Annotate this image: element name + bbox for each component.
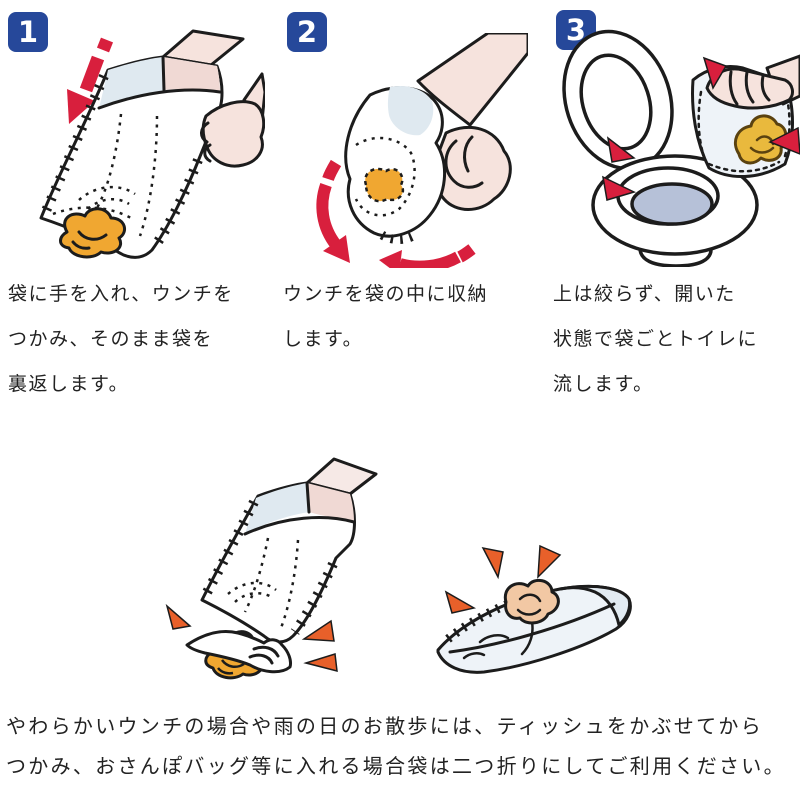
inner-pocket-dotted	[354, 136, 416, 217]
tissue-sheet	[185, 630, 292, 674]
bag-seam-ticks	[40, 74, 203, 249]
poop-icon	[59, 207, 127, 259]
footer-note: やわらかいウンチの場合や雨の日のお散歩には、ティッシュをかぶせてから つかみ、お…	[6, 706, 800, 786]
step-1-caption: 袋に手を入れ、ウンチを つかみ、そのまま袋を 裏返します。	[8, 272, 234, 407]
illustration-tissue-pickup	[165, 457, 378, 680]
holding-hand	[705, 54, 800, 110]
arm-and-fist	[416, 33, 528, 211]
poop-in-folded-bag-icon	[503, 578, 560, 625]
caption-line: 状態で袋ごとトイレに	[553, 328, 759, 350]
red-down-arrow-icon	[67, 37, 114, 124]
illustration-step1-hand-into-bag	[39, 29, 265, 259]
footer-line: つかみ、おさんぽバッグ等に入れる場合袋は二つ折りにしてご利用ください。	[6, 754, 786, 778]
bag-fold-dotted-lines	[52, 113, 159, 237]
toilet	[562, 29, 759, 267]
caption-line: 袋に手を入れ、ウンチを	[8, 283, 234, 305]
gripping-hand	[200, 72, 265, 168]
bag-seam-ticks	[199, 499, 338, 635]
caption-line: します。	[283, 328, 364, 350]
folded-bag	[436, 584, 632, 674]
orange-motion-wedges	[165, 603, 338, 672]
illustration-step2-wrapping-poop	[316, 33, 528, 268]
caption-line: 裏返します。	[8, 373, 130, 395]
step-2-badge: 2	[287, 12, 327, 52]
red-motion-wedges	[602, 56, 800, 201]
step-1-badge: 1	[8, 12, 48, 52]
caption-line: 上は絞らず、開いた	[553, 283, 736, 305]
footer-line: やわらかいウンチの場合や雨の日のお散歩には、ティッシュをかぶせてから	[6, 714, 763, 738]
orange-motion-wedges	[444, 544, 562, 614]
bag-seam-dotted	[697, 88, 791, 173]
poop-texture-lines	[217, 659, 245, 675]
poop-inside-bag-icon	[363, 167, 405, 203]
step-3-caption: 上は絞らず、開いた 状態で袋ごとトイレに 流します。	[553, 272, 758, 407]
step-2-caption: ウンチを袋の中に収納 します。	[283, 272, 488, 362]
toilet-water	[630, 182, 714, 226]
red-curved-arrows	[316, 159, 476, 268]
crumpled-bag	[344, 85, 447, 238]
illustration-step3-toilet-flush	[562, 29, 800, 267]
caption-line: ウンチを袋の中に収納	[283, 283, 489, 305]
caption-line: 流します。	[553, 373, 654, 395]
bag-fold-dotted-lines	[227, 537, 300, 629]
empty-bag	[200, 457, 378, 644]
illustration-folded-bag	[436, 544, 632, 674]
caption-line: つかみ、そのまま袋を	[8, 328, 214, 350]
